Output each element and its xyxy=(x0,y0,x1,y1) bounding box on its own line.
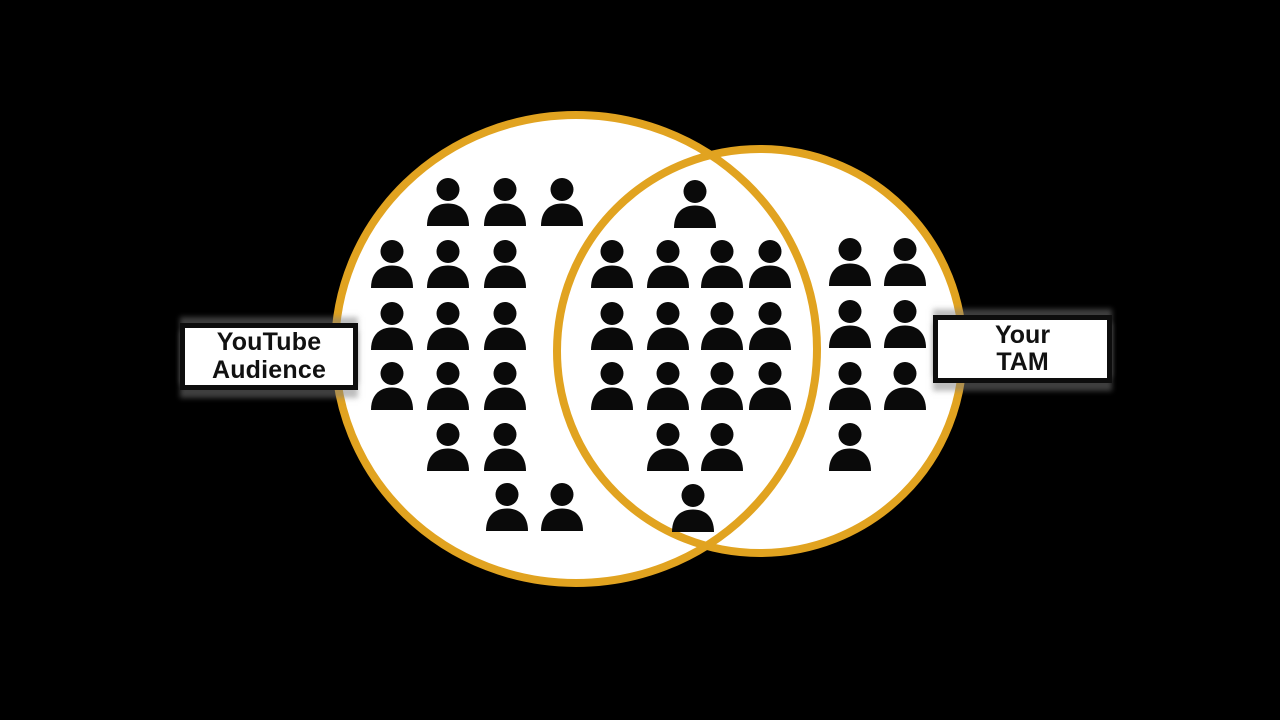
person-icon xyxy=(828,300,872,348)
person-icon xyxy=(828,362,872,410)
youtube-audience-label: YouTube Audience xyxy=(180,323,358,390)
person-icon xyxy=(883,300,927,348)
person-icon xyxy=(646,240,690,288)
person-icon xyxy=(646,302,690,350)
person-icon xyxy=(426,240,470,288)
person-icon xyxy=(673,180,717,228)
person-icon xyxy=(700,302,744,350)
person-icon xyxy=(483,178,527,226)
person-icon xyxy=(748,302,792,350)
person-icon xyxy=(748,240,792,288)
person-icon xyxy=(485,483,529,531)
person-icon xyxy=(370,240,414,288)
your-tam-label: Your TAM xyxy=(933,315,1112,383)
person-icon xyxy=(700,362,744,410)
person-icon xyxy=(828,238,872,286)
person-icon xyxy=(426,362,470,410)
person-icon xyxy=(483,240,527,288)
your-tam-label-line2: TAM xyxy=(996,348,1049,376)
person-icon xyxy=(370,362,414,410)
person-icon xyxy=(700,240,744,288)
person-icon xyxy=(483,362,527,410)
youtube-audience-label-line2: Audience xyxy=(211,355,327,384)
person-icon xyxy=(590,362,634,410)
youtube-audience-label-line1: YouTube xyxy=(216,328,322,356)
your-tam-label-line1: Your xyxy=(994,320,1051,349)
person-icon xyxy=(590,302,634,350)
person-icon xyxy=(828,423,872,471)
person-icon xyxy=(700,423,744,471)
person-icon xyxy=(483,302,527,350)
person-icon xyxy=(426,423,470,471)
person-icon xyxy=(646,423,690,471)
person-icon xyxy=(748,362,792,410)
person-icon xyxy=(540,178,584,226)
person-icon xyxy=(483,423,527,471)
person-icon xyxy=(426,178,470,226)
person-icon xyxy=(646,362,690,410)
person-icon xyxy=(883,238,927,286)
person-icon xyxy=(883,362,927,410)
person-icon xyxy=(590,240,634,288)
person-icon xyxy=(540,483,584,531)
person-icon xyxy=(426,302,470,350)
person-icon xyxy=(671,484,715,532)
person-icon xyxy=(370,302,414,350)
